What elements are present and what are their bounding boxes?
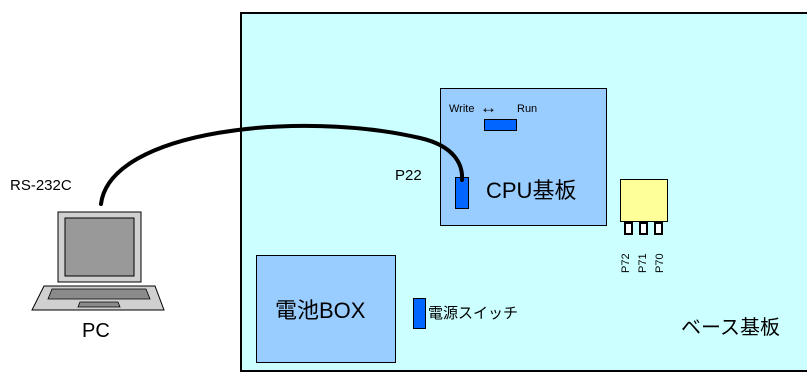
battery-box [256,255,396,363]
p22-connector-label: P22 [395,167,422,184]
base-board-label: ベース基板 [681,317,780,339]
mode-switch[interactable] [484,119,517,131]
cpu-board-label: CPU基板 [486,178,577,203]
pc-label: PC [82,320,110,342]
mode-switch-run-label: Run [517,103,538,115]
laptop-icon [31,211,165,311]
pc-cable-layer [31,123,465,311]
chip-pin [624,222,633,235]
mode-switch-arrow-icon: ↔ [480,98,497,117]
chip-pin [639,222,648,235]
chip-pin [654,222,663,235]
hardware-setup-diagram: ベース基板 Write ↔ Run P22 CPU基板 P72 P71 P70 … [10,12,807,372]
power-switch[interactable] [413,298,426,329]
mode-switch-write-label: Write [449,103,475,115]
chip [620,179,668,222]
rs232c-label: RS-232C [10,177,72,194]
rs232c-cable [99,123,465,206]
battery-box-label: 電池BOX [275,298,366,323]
power-switch-label: 電源スイッチ [428,305,519,322]
